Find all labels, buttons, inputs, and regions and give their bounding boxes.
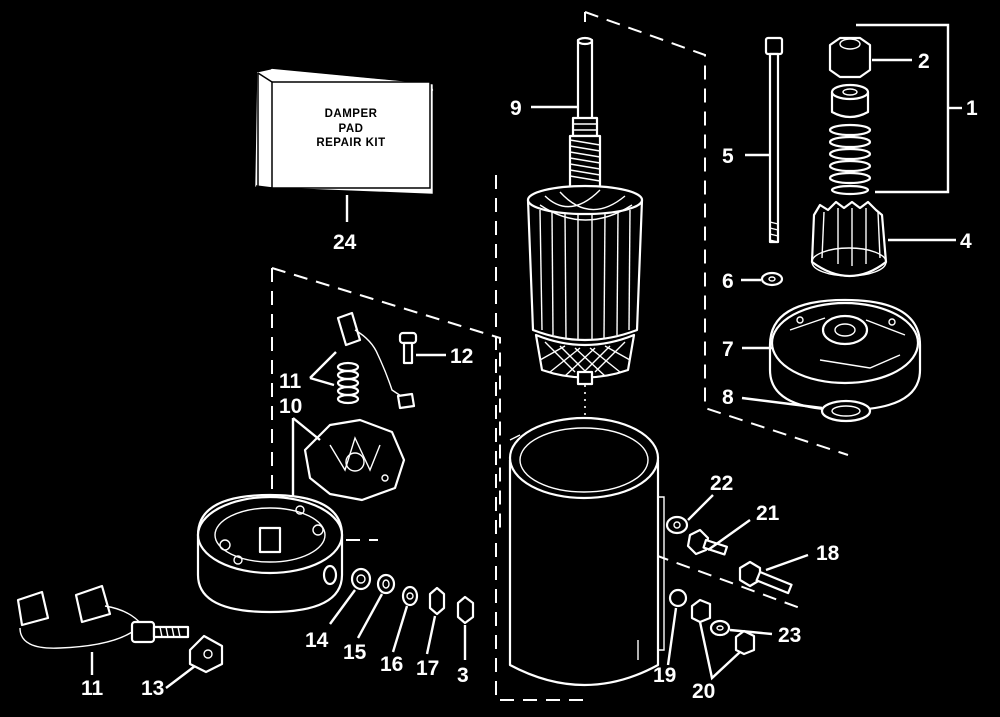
- brush-lead-set: [16, 584, 190, 649]
- armature-assembly-boundary: [495, 11, 849, 701]
- pinion-drive-gear: [810, 200, 888, 278]
- kit-label-line-1: DAMPER: [325, 108, 378, 120]
- armature: [526, 36, 644, 386]
- callout-13: 13: [141, 677, 164, 700]
- callout-14: 14: [305, 629, 329, 652]
- frame-terminal-hardware: [665, 515, 793, 656]
- callout-7: 7: [722, 338, 734, 361]
- callout-6: 6: [722, 270, 734, 293]
- callout-1: 1: [966, 97, 978, 120]
- callout-3: 3: [457, 664, 469, 687]
- kit-label-line-3: REPAIR KIT: [316, 137, 385, 149]
- callout-11-lower: 11: [81, 677, 104, 700]
- callout-9: 9: [510, 97, 522, 120]
- drive-assembly-nut-spring: [828, 36, 872, 196]
- callout-5: 5: [722, 145, 734, 168]
- callout-21: 21: [756, 502, 780, 525]
- terminal-hardware-row: [350, 567, 475, 625]
- callout-24: 24: [333, 231, 357, 254]
- callout-18: 18: [816, 542, 840, 565]
- washer-6: [760, 271, 784, 287]
- kit-label-line-2: PAD: [339, 123, 364, 135]
- damper-pad-repair-kit: DAMPER PAD REPAIR KIT: [255, 68, 434, 194]
- callout-2: 2: [918, 50, 930, 73]
- callout-20: 20: [692, 680, 715, 703]
- callout-16: 16: [380, 653, 403, 676]
- terminal-block: [188, 634, 224, 674]
- callout-17: 17: [416, 657, 439, 680]
- thrust-washer-8: [820, 399, 872, 423]
- brush-holder: [303, 418, 406, 502]
- callout-23: 23: [778, 624, 801, 647]
- through-bolt: [764, 36, 784, 244]
- frame-housing: [508, 416, 665, 686]
- callout-10: 10: [279, 395, 302, 418]
- callout-15: 15: [343, 641, 367, 664]
- drive-end-cap: [768, 298, 922, 412]
- callout-19: 19: [653, 664, 676, 687]
- callout-8: 8: [722, 386, 734, 409]
- callout-12: 12: [450, 345, 473, 368]
- callout-22: 22: [710, 472, 733, 495]
- brush-and-springs: [336, 311, 418, 410]
- callout-4: 4: [960, 230, 972, 253]
- callout-11-upper: 11: [279, 370, 302, 393]
- commutator-end-cap: [196, 493, 344, 614]
- callout-labels: 1 2 3 4 5 6 7 8 9 10 11 11 12 13 14 15 1…: [81, 50, 978, 703]
